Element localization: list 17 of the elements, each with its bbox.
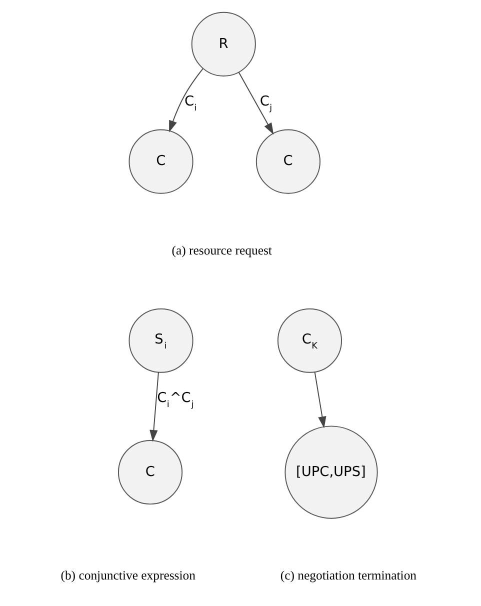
arrow bbox=[314, 372, 326, 428]
edge-label: C$_{i}$ bbox=[184, 94, 196, 114]
edge-label: C$_{j}$ bbox=[259, 94, 272, 114]
node-circle: S$_{i}$ bbox=[128, 308, 193, 373]
node-circle: [UPC,UPS] bbox=[284, 426, 378, 519]
edge-label: C$_{i}$^C$_{j}$ bbox=[156, 390, 194, 410]
node-circle: C bbox=[255, 129, 320, 194]
node-circle: C$_{K}$ bbox=[276, 308, 342, 373]
label: (b) conjunctive expression bbox=[60, 568, 196, 582]
node-circle: C bbox=[117, 440, 182, 505]
arrow bbox=[149, 372, 158, 442]
label: (a) resource request bbox=[171, 243, 272, 258]
node-circle: R bbox=[190, 12, 256, 76]
node-circle: C bbox=[128, 129, 193, 194]
arrow bbox=[168, 68, 203, 132]
arrow bbox=[238, 72, 274, 135]
label: (c) negotiation termination bbox=[280, 568, 416, 582]
